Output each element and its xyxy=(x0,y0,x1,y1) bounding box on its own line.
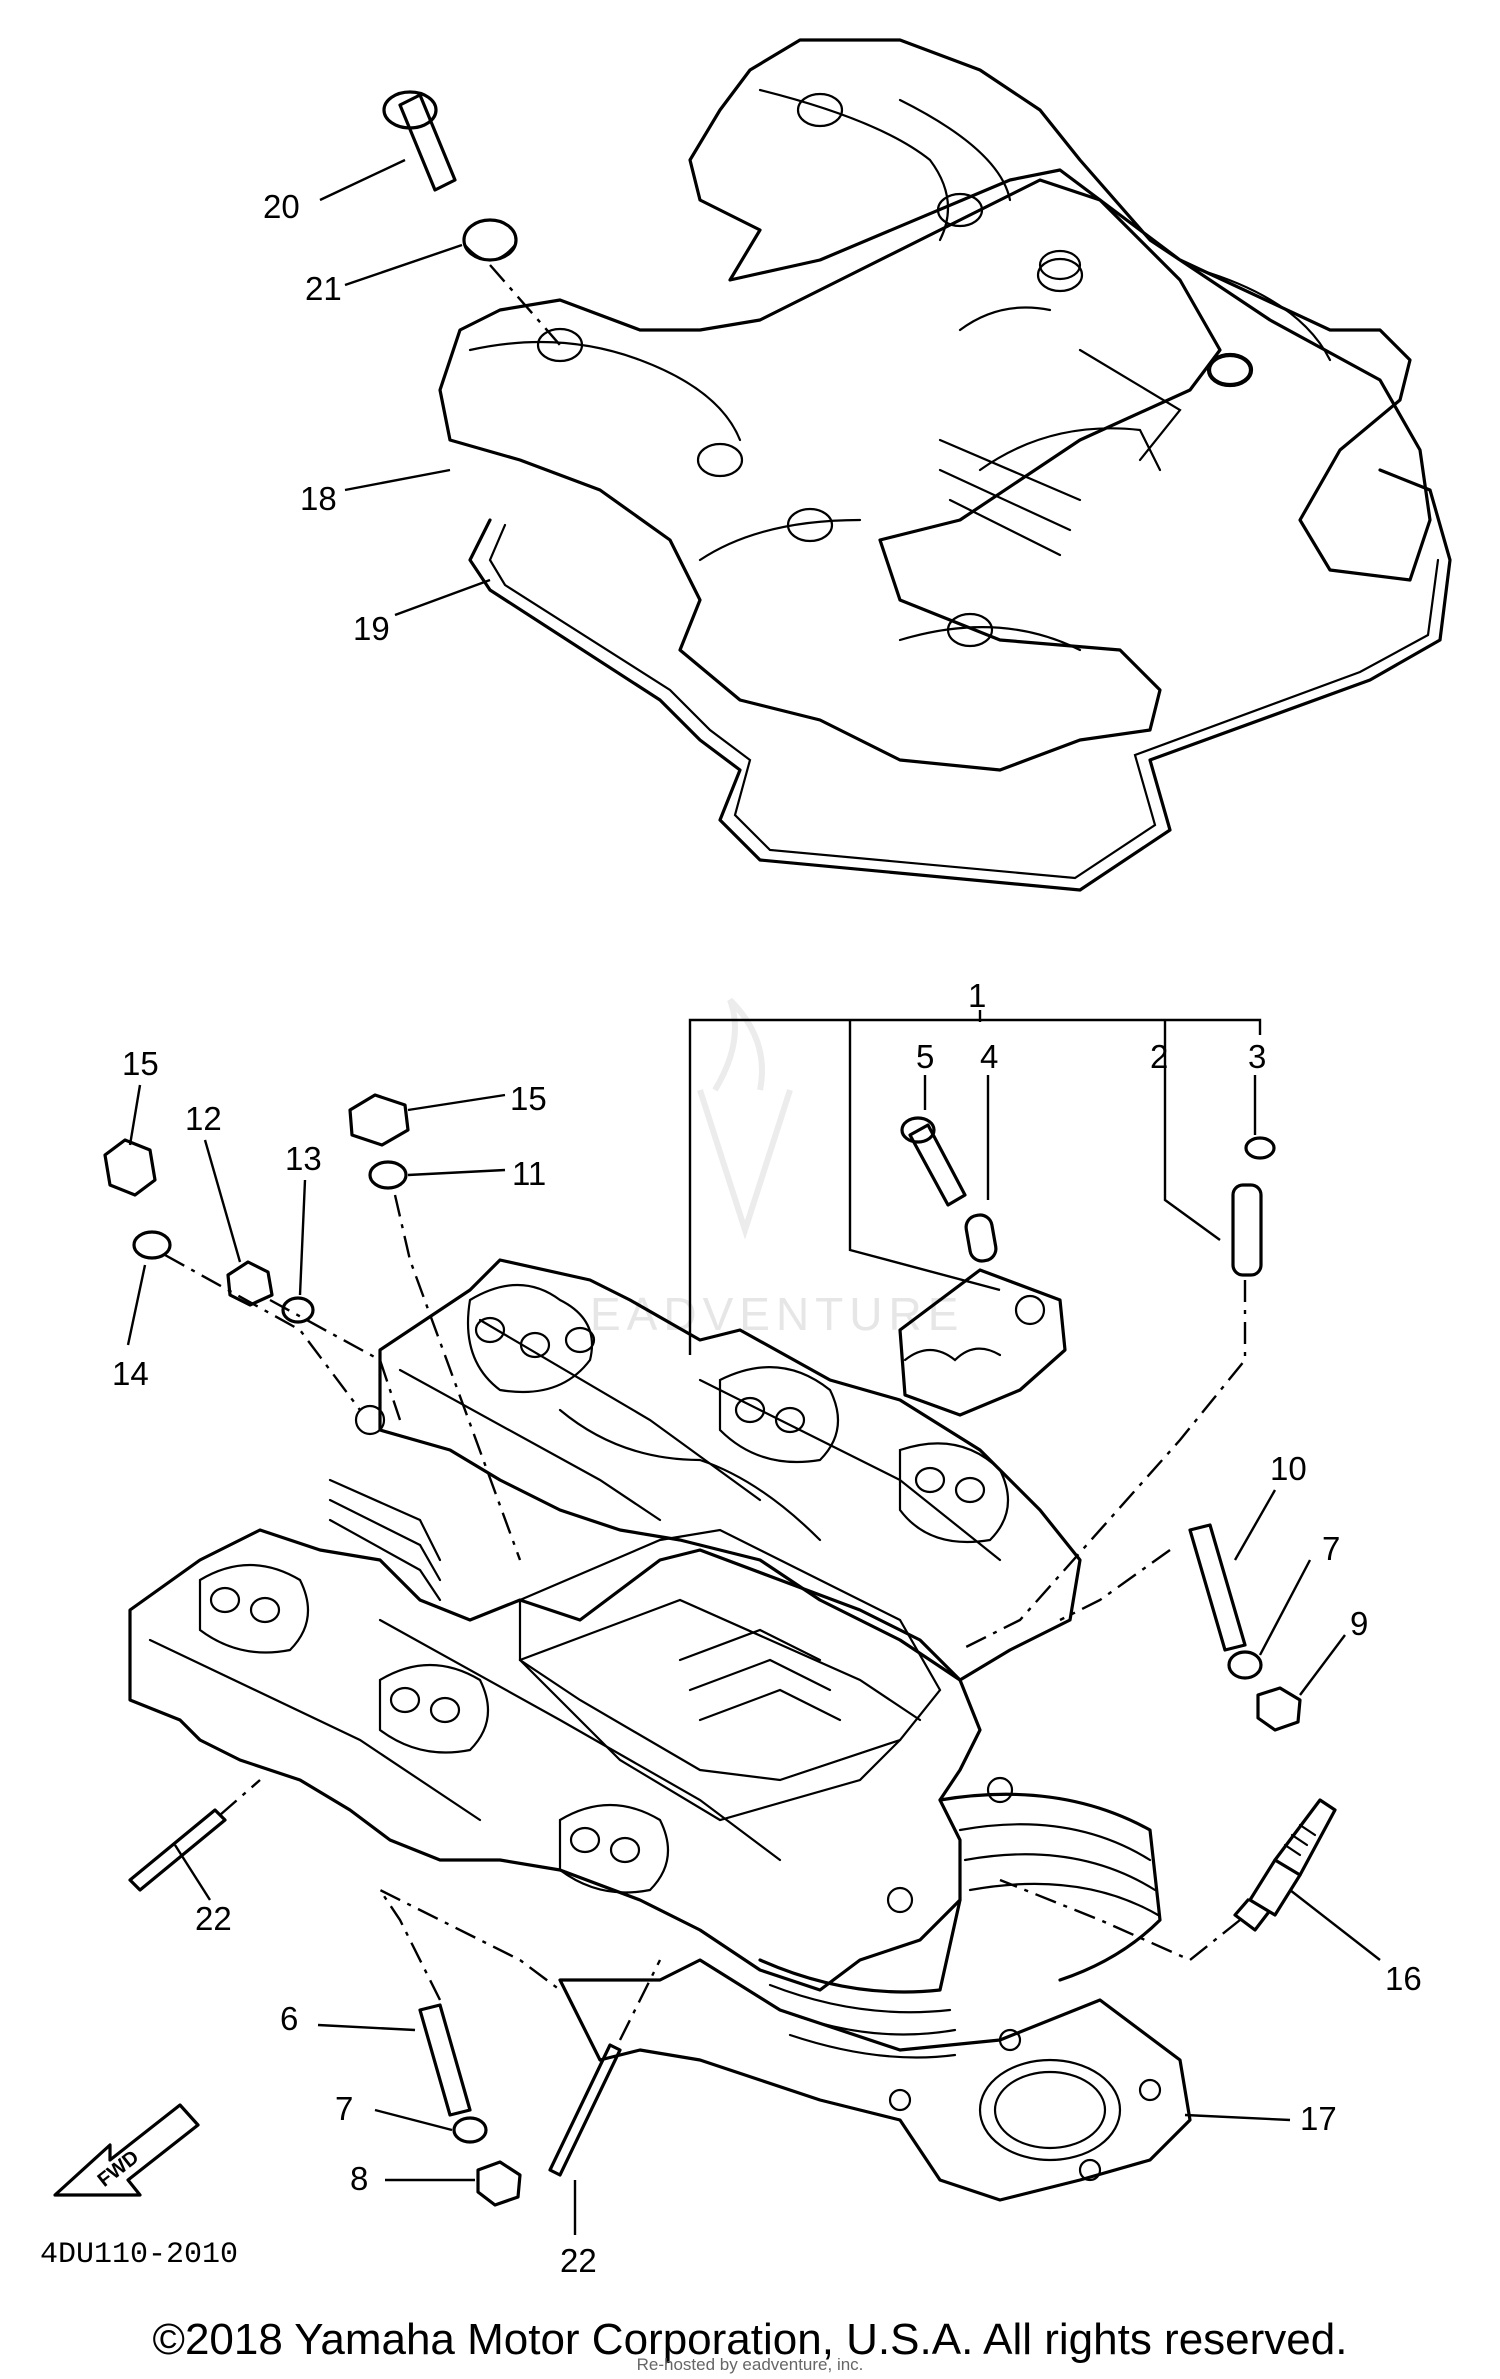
callout-19: 19 xyxy=(353,610,390,647)
rear-head-cover xyxy=(688,38,1432,582)
callout-14: 14 xyxy=(112,1355,149,1392)
callout-15-left: 15 xyxy=(122,1045,159,1082)
part-15-nut-left xyxy=(103,1138,157,1197)
cylinder-head-gasket xyxy=(558,1958,1192,2202)
callout-22-left: 22 xyxy=(195,1900,232,1937)
rocker-block xyxy=(898,1268,1067,1417)
callout-1: 1 xyxy=(968,977,986,1014)
small-parts: 15 14 12 13 15 11 10 7 9 xyxy=(103,1045,1422,2279)
front-cylinder-head xyxy=(128,1528,982,1992)
cover-bolt-20 xyxy=(382,90,457,192)
callout-16: 16 xyxy=(1385,1960,1422,1997)
part-22-dowel-left xyxy=(128,1808,227,1892)
part-5-adjuster xyxy=(908,1123,967,1207)
callout-13: 13 xyxy=(285,1140,322,1177)
part-3-clip xyxy=(1244,1136,1276,1160)
callout-7-upper: 7 xyxy=(1322,1530,1340,1567)
part-8-nut xyxy=(476,2160,522,2207)
callout-21: 21 xyxy=(305,270,342,307)
front-head-cover xyxy=(438,178,1222,772)
copyright-notice: ©2018 Yamaha Motor Corporation, U.S.A. A… xyxy=(152,2315,1348,2364)
callout-15-right: 15 xyxy=(510,1080,547,1117)
callout-22-lower: 22 xyxy=(560,2242,597,2279)
cylinder-head-assembly xyxy=(128,1258,1192,2202)
callout-6: 6 xyxy=(280,2000,298,2037)
callout-10: 10 xyxy=(1270,1450,1307,1487)
callout-5: 5 xyxy=(916,1038,934,1075)
watermark-logo: EADVENTURE xyxy=(590,997,964,1340)
callout-20: 20 xyxy=(263,188,300,225)
part-10-stud xyxy=(1188,1523,1247,1652)
callout-3: 3 xyxy=(1248,1038,1266,1075)
part-7-washer-lower xyxy=(452,2116,488,2144)
part-14-washer xyxy=(132,1230,172,1260)
callout-11: 11 xyxy=(512,1155,546,1192)
group-1-bracket: 1 5 4 2 3 xyxy=(688,977,1276,1652)
callout-12: 12 xyxy=(185,1100,222,1137)
head-cover-assembly: 20 21 18 19 xyxy=(263,38,1452,892)
watermark-text: EADVENTURE xyxy=(590,1288,964,1340)
callout-8: 8 xyxy=(350,2160,368,2197)
part-16-spark-plug xyxy=(1233,1798,1337,1932)
part-6-stud xyxy=(418,2003,472,2117)
part-15-nut-right xyxy=(348,1093,410,1147)
part-7-washer-upper xyxy=(1227,1650,1263,1680)
part-2-guide xyxy=(1231,1183,1263,1277)
part-13-washer xyxy=(281,1296,315,1324)
callout-7-lower: 7 xyxy=(335,2090,353,2127)
callout-18: 18 xyxy=(300,480,337,517)
callout-17: 17 xyxy=(1300,2100,1337,2137)
part-9-nut xyxy=(1256,1686,1302,1732)
rear-cylinder-head xyxy=(378,1258,1082,1682)
head-cover-gasket-outline xyxy=(468,468,1452,892)
part-22-dowel-lower xyxy=(548,2043,622,2177)
part-12-fitting xyxy=(226,1260,274,1307)
callout-2: 2 xyxy=(1150,1038,1168,1075)
forward-arrow: FWD xyxy=(53,2103,200,2197)
diagram-code: 4DU110-2010 xyxy=(40,2238,238,2272)
cover-grommet-21 xyxy=(462,218,518,262)
part-4-pin xyxy=(964,1213,998,1263)
part-11-washer xyxy=(368,1160,408,1190)
rehost-notice: Re-hosted by eadventure, inc. xyxy=(636,2355,864,2374)
callout-9: 9 xyxy=(1350,1605,1368,1642)
callout-4: 4 xyxy=(980,1038,998,1075)
